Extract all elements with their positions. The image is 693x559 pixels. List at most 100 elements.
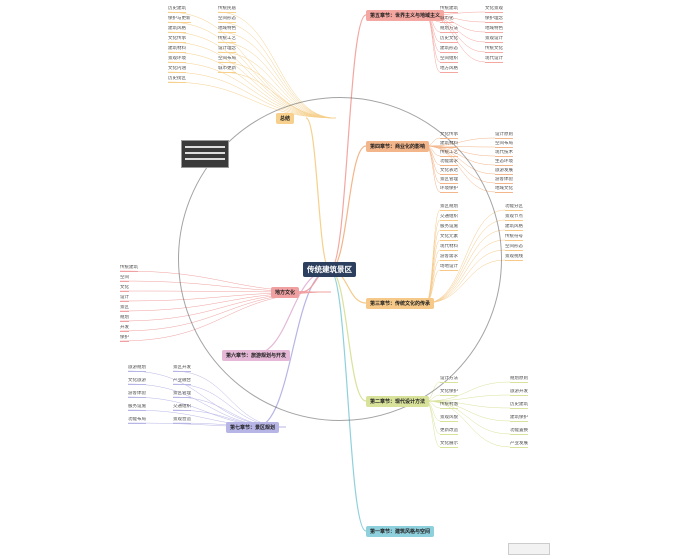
leaf-node[interactable]: 保护	[120, 335, 129, 342]
leaf-node[interactable]: 功能布局	[128, 417, 146, 424]
leaf-node[interactable]: 建筑材料	[440, 141, 458, 148]
leaf-node[interactable]: 传统村落	[440, 402, 458, 409]
branch-node[interactable]: 地方文化	[271, 287, 300, 298]
leaf-node[interactable]: 开发	[120, 325, 129, 332]
leaf-node[interactable]: 保护理念	[485, 16, 503, 23]
leaf-link	[425, 400, 511, 409]
leaf-node[interactable]: 更新改造	[440, 428, 458, 435]
leaf-node[interactable]: 规划方法	[440, 26, 458, 33]
leaf-link	[425, 400, 511, 422]
leaf-node[interactable]: 景区规划	[440, 204, 458, 211]
leaf-node[interactable]: 建筑风格	[168, 26, 186, 33]
leaf-node[interactable]: 功能分区	[505, 204, 523, 211]
leaf-node[interactable]: 功能需求	[440, 159, 458, 166]
leaf-node[interactable]: 游客体验	[128, 391, 146, 398]
leaf-node[interactable]: 传统工艺	[440, 150, 458, 157]
leaf-node[interactable]: 空间形态	[505, 244, 523, 251]
leaf-node[interactable]: 建筑形态	[440, 46, 458, 53]
leaf-node[interactable]: 现代设计	[485, 56, 503, 63]
leaf-node[interactable]: 旅游开发	[510, 389, 528, 396]
leaf-node[interactable]: 地方风格	[440, 66, 458, 73]
leaf-node[interactable]: 景区	[120, 305, 129, 312]
branch-node[interactable]: 第五章节：世界主义与地域主义	[366, 10, 445, 21]
branch-node[interactable]: 第三章节：传统文化的传承	[366, 298, 435, 309]
leaf-node[interactable]: 城市化	[440, 16, 454, 23]
leaf-node[interactable]: 传统工艺	[218, 36, 236, 43]
leaf-node[interactable]: 文化	[120, 285, 129, 292]
leaf-node[interactable]: 传统文化	[485, 46, 503, 53]
leaf-node[interactable]: 传统民居	[218, 6, 236, 13]
leaf-node[interactable]: 空间形态	[218, 16, 236, 23]
leaf-node[interactable]: 交通组织	[173, 404, 191, 411]
leaf-node[interactable]: 服务设施	[440, 224, 458, 231]
leaf-node[interactable]: 历史文化	[440, 36, 458, 43]
leaf-node[interactable]: 文化景观	[485, 6, 503, 13]
leaf-node[interactable]: 城市更新	[218, 66, 236, 73]
leaf-node[interactable]: 传统建筑	[440, 6, 458, 13]
leaf-node[interactable]: 景观风貌	[440, 415, 458, 422]
leaf-node[interactable]: 设计原则	[495, 132, 513, 139]
leaf-node[interactable]: 文化表达	[440, 168, 458, 175]
leaf-node[interactable]: 地域特色	[218, 26, 236, 33]
leaf-node[interactable]: 历史街区	[168, 76, 186, 83]
leaf-node[interactable]: 建筑材料	[168, 46, 186, 53]
leaf-node[interactable]: 现代材料	[440, 244, 458, 251]
leaf-node[interactable]: 文化保护	[440, 389, 458, 396]
leaf-node[interactable]: 景观节点	[505, 214, 523, 221]
leaf-node[interactable]: 游客需求	[440, 254, 458, 261]
leaf-node[interactable]: 景观视线	[505, 254, 523, 261]
leaf-node[interactable]: 传统符号	[505, 234, 523, 241]
leaf-node[interactable]: 景观设计	[485, 36, 503, 43]
leaf-node[interactable]: 空间组织	[440, 56, 458, 63]
branch-node[interactable]: 第六章节：旅游规划与开发	[222, 350, 291, 361]
leaf-node[interactable]: 文化传承	[440, 132, 458, 139]
leaf-link	[425, 400, 511, 448]
leaf-node[interactable]: 景区开发	[173, 365, 191, 372]
leaf-node[interactable]: 空间	[120, 275, 129, 282]
branch-node[interactable]: 第四章节：商业化的影响	[366, 141, 430, 152]
leaf-node[interactable]: 景区管理	[173, 391, 191, 398]
leaf-node[interactable]: 设计方法	[440, 376, 458, 383]
leaf-node[interactable]: 环境保护	[440, 186, 458, 193]
leaf-node[interactable]: 游客体验	[495, 177, 513, 184]
leaf-node[interactable]: 文化元素	[440, 234, 458, 241]
leaf-node[interactable]: 文化内涵	[168, 66, 186, 73]
branch-node[interactable]: 第七章节：景区规划	[226, 422, 280, 433]
leaf-node[interactable]: 现代技术	[495, 150, 513, 157]
leaf-link	[425, 394, 511, 402]
leaf-node[interactable]: 建筑风格	[505, 224, 523, 231]
leaf-node[interactable]: 历史建筑	[168, 6, 186, 13]
leaf-node[interactable]: 功能置换	[510, 428, 528, 435]
leaf-node[interactable]: 景观营造	[173, 417, 191, 424]
branch-node[interactable]: 第二章节：现代设计方法	[366, 396, 430, 407]
leaf-node[interactable]: 文化旅游	[128, 378, 146, 385]
leaf-node[interactable]: 景观环境	[168, 56, 186, 63]
leaf-node[interactable]: 文化展示	[440, 441, 458, 448]
leaf-node[interactable]: 地域文化	[495, 186, 513, 193]
leaf-node[interactable]: 空间布局	[218, 56, 236, 63]
leaf-node[interactable]: 产业发展	[510, 441, 528, 448]
leaf-node[interactable]: 规划	[120, 315, 129, 322]
leaf-node[interactable]: 保护与更新	[168, 16, 191, 23]
leaf-node[interactable]: 景区管理	[440, 177, 458, 184]
leaf-node[interactable]: 传统建筑	[120, 265, 138, 272]
thumbnail-image-bottom	[508, 543, 550, 555]
leaf-node[interactable]: 设计理念	[218, 46, 236, 53]
leaf-node[interactable]: 文化传承	[168, 36, 186, 43]
branch-node[interactable]: 第一章节：建筑风格与空间	[366, 526, 435, 537]
leaf-node[interactable]: 旅游发展	[495, 168, 513, 175]
leaf-node[interactable]: 旅游规划	[128, 365, 146, 372]
leaf-node[interactable]: 历史建筑	[510, 402, 528, 409]
branch-node[interactable]: 总结	[276, 113, 295, 124]
leaf-node[interactable]: 服务设施	[128, 404, 146, 411]
leaf-node[interactable]: 交通组织	[440, 214, 458, 221]
leaf-node[interactable]: 地域特色	[485, 26, 503, 33]
leaf-node[interactable]: 场地设计	[440, 264, 458, 271]
leaf-node[interactable]: 建筑保护	[510, 415, 528, 422]
leaf-node[interactable]: 规划原则	[510, 376, 528, 383]
leaf-node[interactable]: 产业融合	[173, 378, 191, 385]
leaf-node[interactable]: 设计	[120, 295, 129, 302]
leaf-node[interactable]: 空间布局	[495, 141, 513, 148]
root-node[interactable]: 传统建筑景区	[303, 262, 356, 277]
leaf-node[interactable]: 生态环境	[495, 159, 513, 166]
